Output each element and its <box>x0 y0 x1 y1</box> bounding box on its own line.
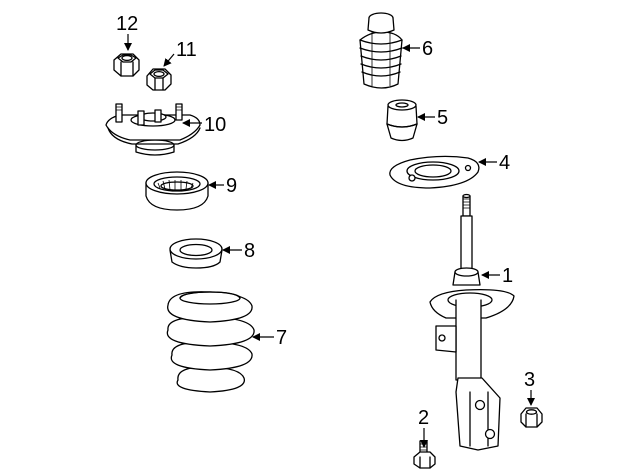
callout-6: 6 <box>422 38 433 60</box>
part-10-strut-mount <box>105 103 201 156</box>
callout-7: 7 <box>276 327 287 349</box>
part-4-spring-seat <box>389 155 480 189</box>
callout-labels: 12 11 10 9 8 7 6 5 4 1 2 3 <box>116 13 535 429</box>
part-12-nut <box>113 53 140 77</box>
callout-1: 1 <box>502 265 513 287</box>
part-2-bolt <box>413 440 436 469</box>
part-1-strut-assembly <box>429 193 515 451</box>
part-5-bump-stop <box>386 99 418 142</box>
part-11-nut <box>146 68 172 91</box>
part-7-coil-spring <box>166 291 255 393</box>
callout-10: 10 <box>204 114 226 136</box>
callout-8: 8 <box>244 240 255 262</box>
callout-3: 3 <box>524 369 535 391</box>
callout-12: 12 <box>116 13 138 35</box>
part-9-bearing <box>145 171 209 211</box>
part-6-dust-boot <box>359 12 403 89</box>
callout-arrows <box>124 34 535 448</box>
callout-11: 11 <box>176 39 197 61</box>
part-3-nut <box>520 407 543 428</box>
callout-2: 2 <box>418 407 429 429</box>
callout-5: 5 <box>437 107 448 129</box>
part-8-spring-insulator <box>169 238 223 269</box>
callout-9: 9 <box>226 175 237 197</box>
callout-4: 4 <box>499 152 510 174</box>
